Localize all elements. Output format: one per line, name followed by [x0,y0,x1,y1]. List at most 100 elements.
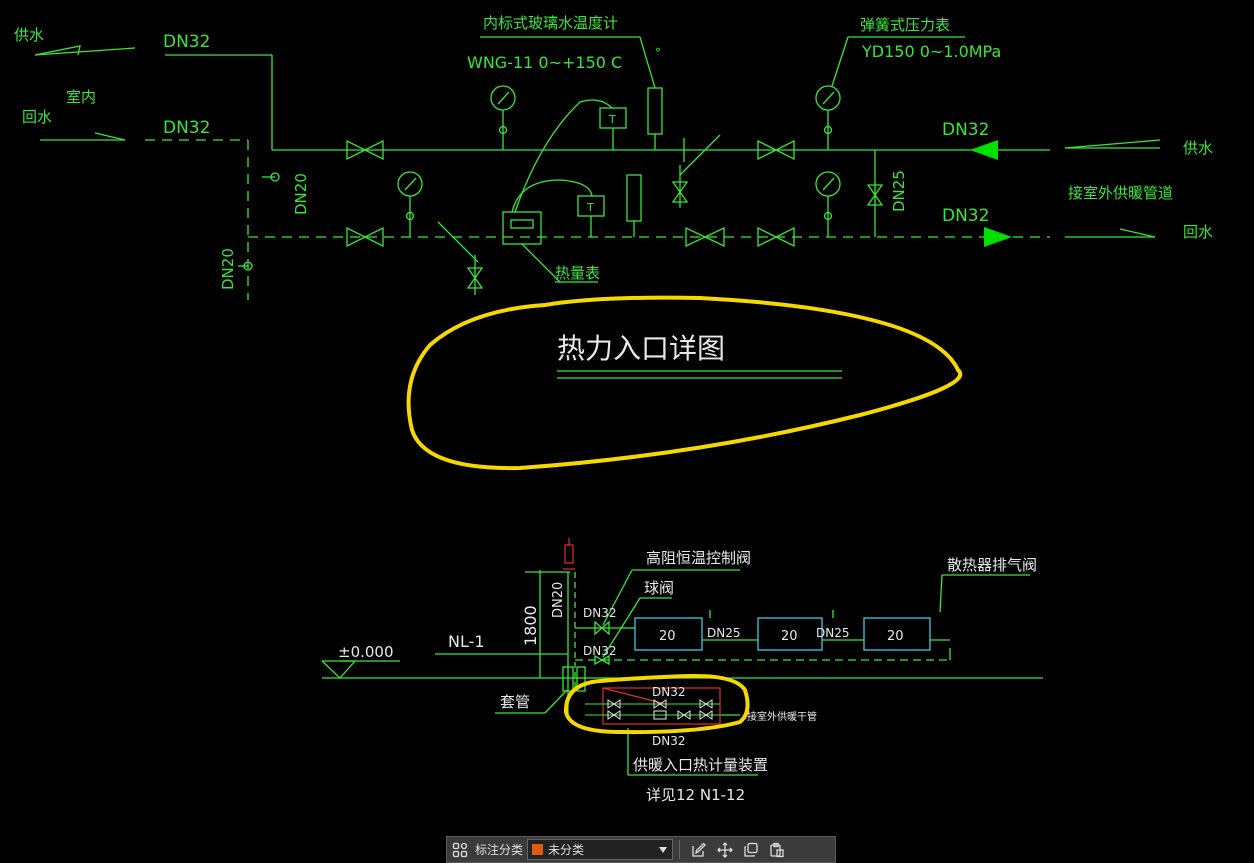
check-valve-a [685,226,707,248]
dn32-label-a: DN32 [583,606,617,620]
ball-valve-leader [602,597,641,658]
mv-meter [653,710,667,720]
strainer-return [437,221,479,263]
sensor-t-1: T [608,113,616,126]
mv-4a [607,710,615,720]
outdoor-main-label: 接室外供暖干管 [747,710,817,723]
dn32-upper-right: DN32 [942,120,989,140]
metering-box-diagonal [602,687,666,705]
dn32-box-bottom: DN32 [652,734,686,748]
elevation-triangle [321,660,357,679]
supply-left-arrow-line [34,47,136,56]
sleeve-leader [544,689,568,714]
gate-valve-2a [757,139,778,161]
gate-valve-1b [363,139,384,161]
thermometer-title: 内标式玻璃水温度计 [483,14,618,32]
return-flow-arrow [984,227,1012,247]
mv-2a [653,699,661,709]
bottom-diagram-labels: 高阻恒温控制阀 球阀 散热器排气阀 DN20 1800 DN32 DN32 DN… [338,549,1037,804]
mv-3b [705,699,713,709]
ball-valve-a [594,654,604,666]
heat-meter-display [510,219,534,229]
paste-icon[interactable] [764,836,790,863]
sensor-t-2: T [586,201,594,214]
edit-icon[interactable] [686,836,712,863]
check-valve-b [703,226,725,248]
dn32-lower-right: DN32 [942,206,989,226]
dn20-label: DN20 [551,582,566,618]
radiator-1 [634,617,703,651]
grid-icon[interactable] [447,836,473,863]
metering-valves [585,699,720,720]
gate-valve-4a [757,226,778,248]
bypass-valve-b [866,193,884,206]
dn32-lower-left: DN32 [163,118,210,138]
air-vent-top [564,544,574,564]
see-reference-label: 详见12 N1-12 [646,786,745,804]
strainer-return-valve-b [466,276,484,289]
return-left-label: 回水 [22,108,52,126]
strainer-return-valve-a [466,267,484,280]
thermometer-leader [639,36,656,89]
pressure-gauge-1-cock [498,125,508,135]
elevation-label: ±0.000 [338,643,394,661]
outdoor-pipe-label: 接室外供暖管道 [1068,184,1173,202]
detail-title: 热力入口详图 [557,332,725,365]
highlight-ellipse-metering [563,673,750,735]
pressure-spec: YD150 0~1.0MPa [861,42,1001,61]
category-label: 标注分类 [475,843,524,857]
pressure-gauge-1-needle [497,91,510,105]
supply-left-label: 供水 [14,26,44,44]
gate-valve-4b [774,226,795,248]
radiator-2 [757,617,823,651]
radiator-2-label: 20 [781,629,798,644]
ball-valve-label: 球阀 [644,579,674,597]
drain-valve-b-circle [243,261,253,271]
chevron-down-icon [658,843,668,857]
pressure-gauge-4-cock [823,211,833,221]
pressure-gauge-2-needle [404,177,417,191]
radiators [634,617,931,651]
thermostatic-valve-a [594,620,603,636]
pressure-gauge-2-cock [405,211,415,221]
pressure-title: 弹簧式压力表 [860,16,950,34]
gate-valve-3a [346,226,367,248]
strainer-supply-valve-a [671,181,689,194]
heat-meter-cable-1 [511,179,593,213]
bypass-valve-a [866,184,884,197]
mv-1b [613,699,621,709]
nl-label: NL-1 [448,632,485,651]
gate-valve-2b [774,139,795,161]
supply-flow-arrow [970,140,998,160]
degree-mark: ° [655,46,661,60]
valve-label-leader [602,569,633,626]
vent-leader [939,574,943,613]
pressure-gauge-3-cock [823,125,833,135]
pressure-leader [831,36,849,87]
category-select[interactable]: 未分类 [527,839,674,860]
dimension-1800: 1800 [521,605,540,646]
heat-meter-label: 热量表 [555,264,600,282]
category-color-swatch [532,844,544,855]
dn25-label-b: DN25 [816,626,850,640]
supply-left-arrowhead [34,45,81,56]
move-icon[interactable] [712,836,738,863]
supply-right-arrowhead [1064,139,1161,149]
supply-right-label: 供水 [1183,139,1213,157]
dn32-upper-left: DN32 [163,32,210,52]
mv-1a [607,699,615,709]
ball-valve-b [600,654,610,666]
gate-valve-1a [346,139,367,161]
strainer-supply-valve-b [671,190,689,203]
dn20-vertical-b: DN20 [219,248,237,290]
radiator-vent-label: 散热器排气阀 [947,556,1037,574]
heat-meter-cable-2 [514,99,613,213]
mv-6a [699,710,707,720]
drain-valve-a-circle [270,172,280,182]
mv-2b [659,699,667,709]
copy-icon[interactable] [738,836,764,863]
metering-box [602,687,721,725]
strainer-supply [679,134,721,176]
gate-valve-3b [363,226,384,248]
